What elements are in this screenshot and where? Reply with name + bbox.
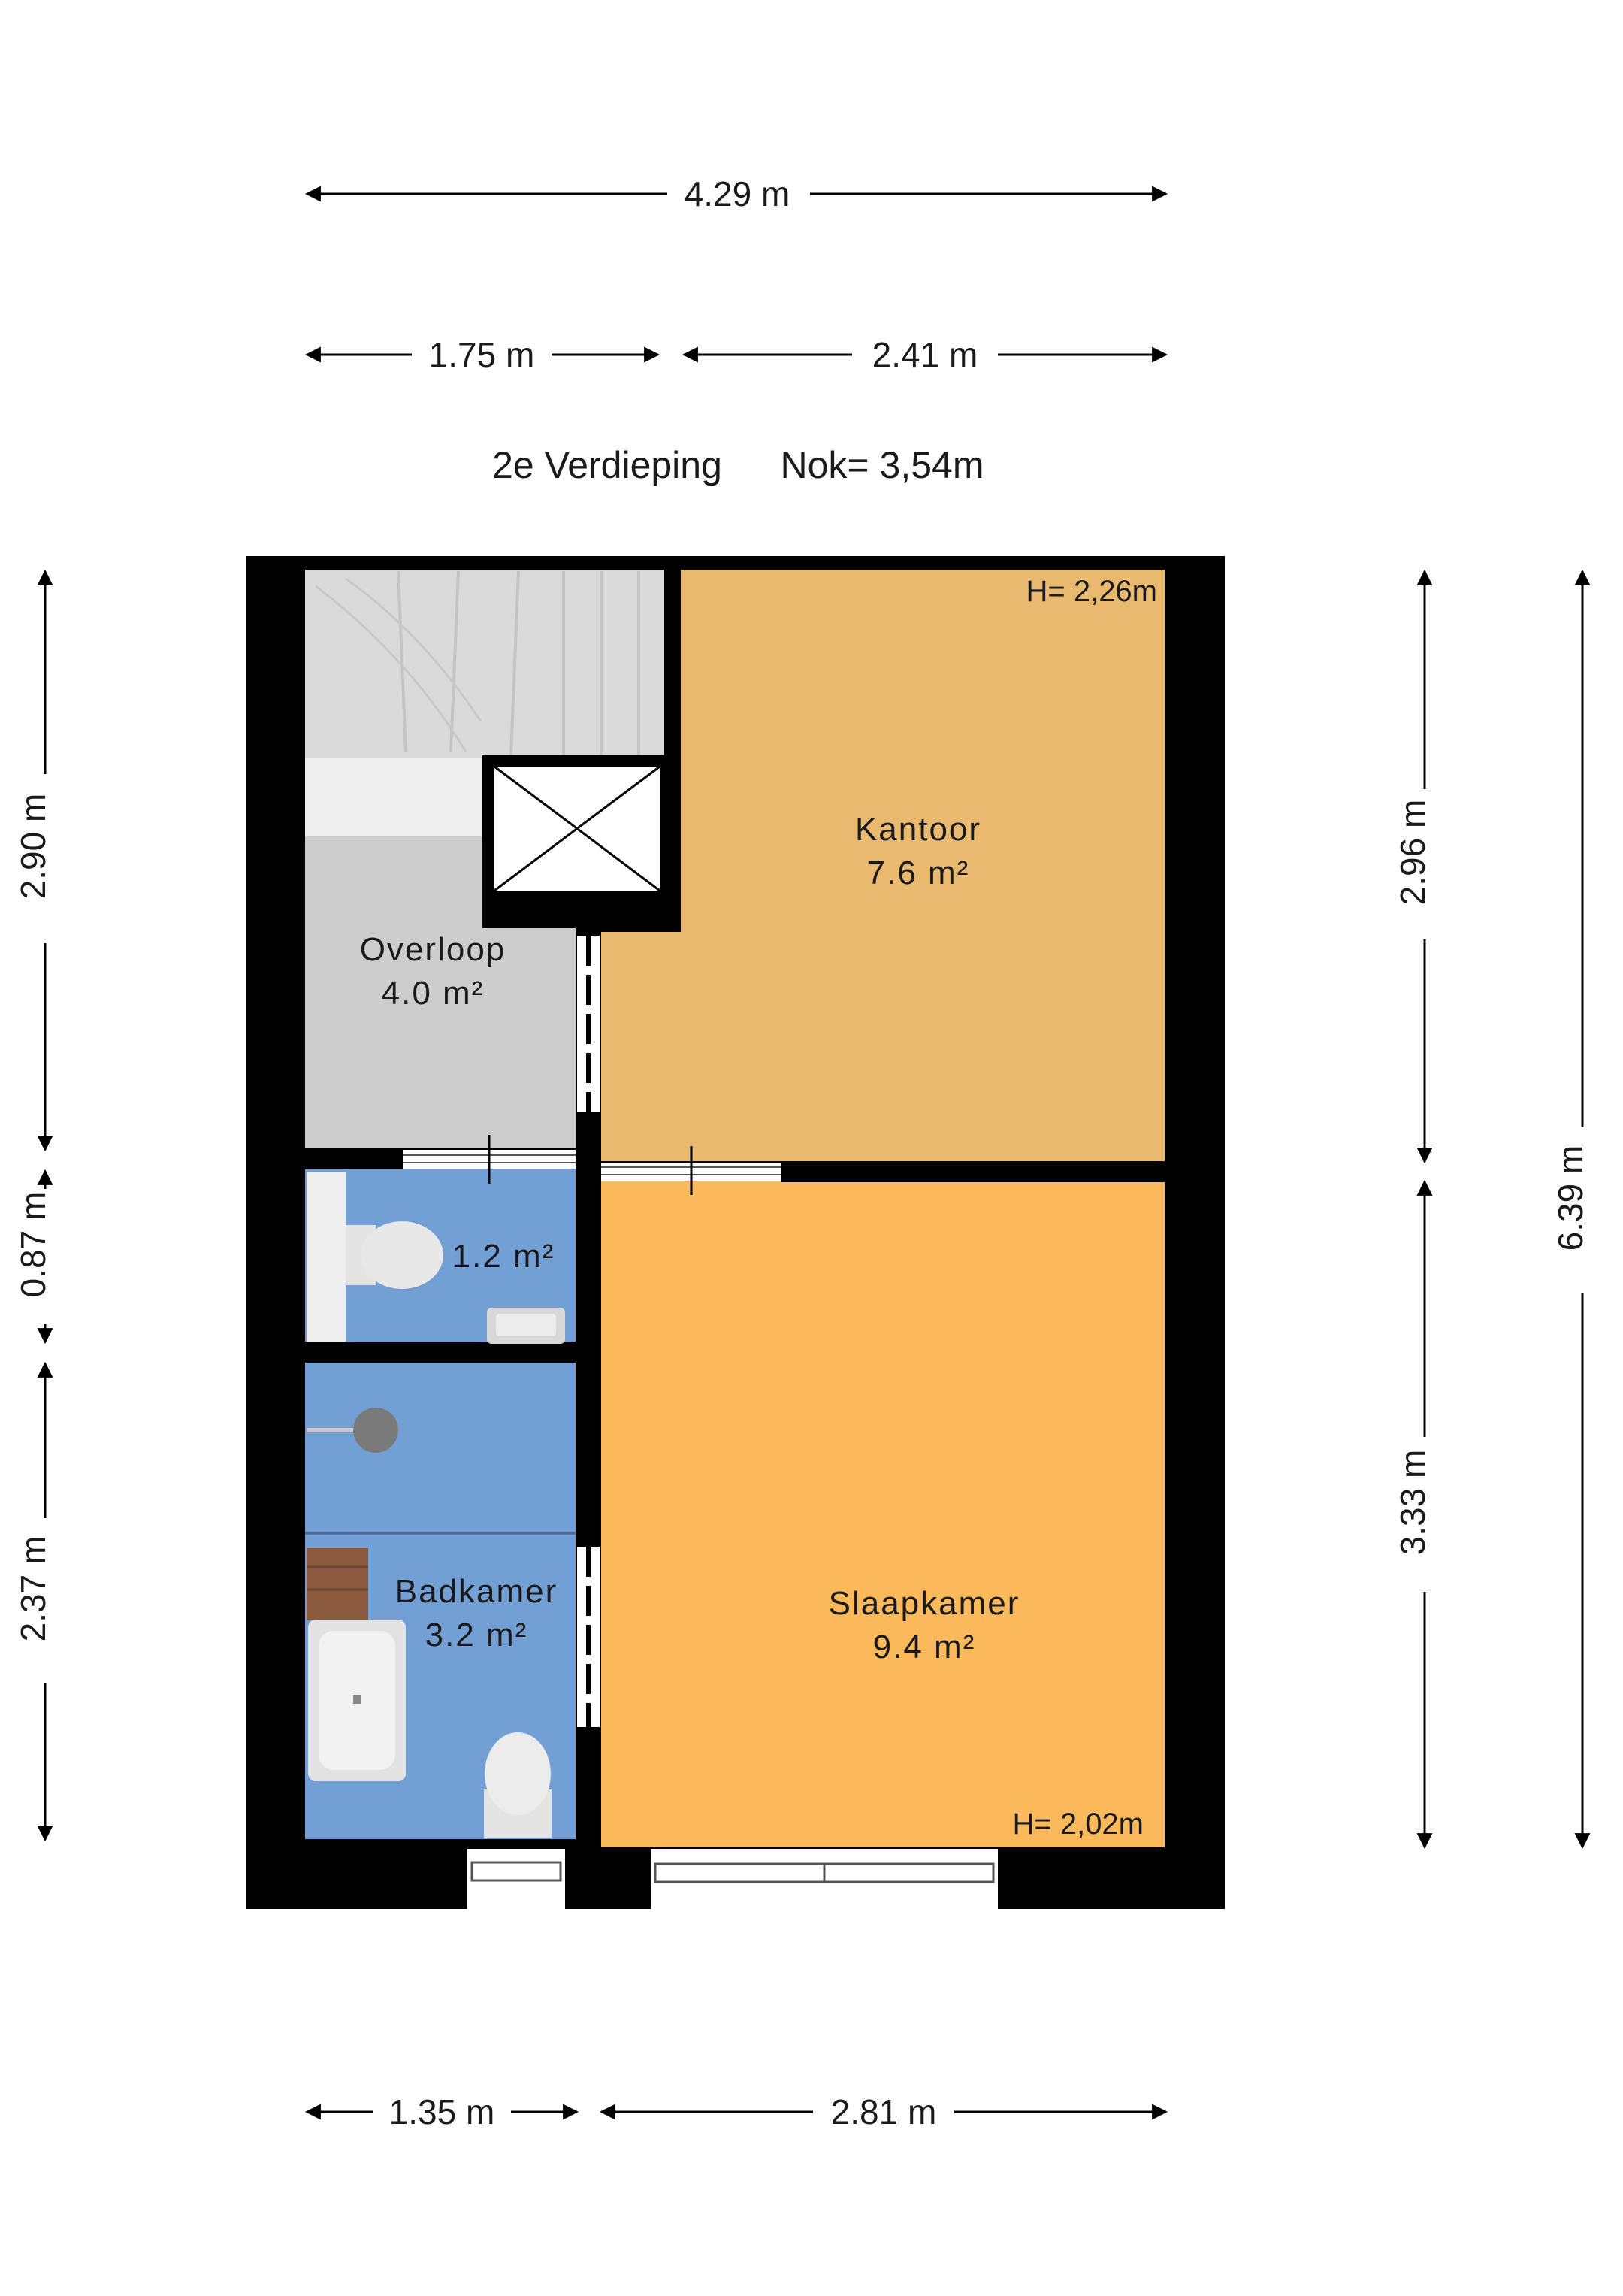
room-slaapkamer-height: H= 2,02m bbox=[1012, 1807, 1144, 1841]
dim-left-top: 2.90 m bbox=[14, 569, 53, 1152]
wood-panel bbox=[307, 1548, 368, 1620]
dim-top-total: 4.29 m bbox=[304, 174, 1168, 213]
dim-bottom-left: 1.35 m bbox=[304, 2092, 579, 2131]
floor-title: 2e Verdieping bbox=[492, 444, 722, 486]
dim-bottom-right: 2.81 m bbox=[599, 2092, 1168, 2131]
room-slaapkamer-floor bbox=[601, 1180, 1165, 1847]
window-badkamer bbox=[467, 1849, 565, 1909]
bathtub bbox=[308, 1620, 406, 1781]
dim-top-left-label: 1.75 m bbox=[429, 335, 535, 374]
door-toilet bbox=[403, 1135, 576, 1184]
room-slaapkamer-area: 9.4 m² bbox=[873, 1629, 976, 1665]
dim-top-right-label: 2.41 m bbox=[872, 335, 978, 374]
room-toilet-area: 1.2 m² bbox=[452, 1238, 555, 1275]
floor-ridge: Nok= 3,54m bbox=[781, 444, 984, 486]
toilet-fixture bbox=[307, 1172, 443, 1342]
room-badkamer-name: Badkamer bbox=[395, 1573, 558, 1610]
dim-right-bottom: 3.33 m bbox=[1393, 1179, 1433, 1850]
dim-left-bottom-label: 2.37 m bbox=[14, 1536, 53, 1642]
dim-top-right: 2.41 m bbox=[682, 335, 1168, 374]
room-badkamer-area: 3.2 m² bbox=[425, 1617, 528, 1653]
room-kantoor-name: Kantoor bbox=[855, 811, 981, 848]
window-slaapkamer bbox=[651, 1849, 998, 1909]
room-overloop-name: Overloop bbox=[360, 931, 506, 968]
dim-right-total: 6.39 m bbox=[1551, 569, 1591, 1850]
staircase bbox=[305, 570, 664, 836]
dim-bottom-left-label: 1.35 m bbox=[389, 2092, 495, 2131]
dim-left-mid: 0.87 m bbox=[14, 1169, 53, 1345]
shaft-box bbox=[482, 755, 679, 928]
dim-top-left: 1.75 m bbox=[304, 335, 660, 374]
dim-top-total-label: 4.29 m bbox=[685, 174, 790, 213]
wall-kantoor-slaapkamer bbox=[781, 1161, 1165, 1182]
dim-right-total-label: 6.39 m bbox=[1551, 1145, 1590, 1251]
dim-right-bottom-label: 3.33 m bbox=[1393, 1450, 1432, 1556]
wall-toilet-badkamer bbox=[305, 1342, 576, 1363]
door-kantoor-slaapkamer bbox=[601, 1146, 781, 1195]
room-kantoor-floor-lower bbox=[601, 932, 1165, 1161]
dim-right-top: 2.96 m bbox=[1393, 569, 1433, 1164]
door-badkamer-slaapkamer bbox=[577, 1547, 600, 1727]
bathroom-toilet bbox=[484, 1732, 552, 1838]
room-overloop-area: 4.0 m² bbox=[382, 975, 485, 1012]
shower-head bbox=[307, 1408, 398, 1453]
wall-toilet-top-left bbox=[305, 1148, 403, 1169]
dim-left-mid-label: 0.87 m bbox=[14, 1192, 53, 1298]
dim-left-top-label: 2.90 m bbox=[14, 794, 53, 900]
room-kantoor-area: 7.6 m² bbox=[867, 855, 970, 891]
door-overloop-kantoor bbox=[577, 936, 600, 1112]
dim-right-top-label: 2.96 m bbox=[1393, 800, 1432, 906]
dim-bottom-right-label: 2.81 m bbox=[831, 2092, 937, 2131]
room-slaapkamer-name: Slaapkamer bbox=[829, 1585, 1020, 1622]
dim-left-bottom: 2.37 m bbox=[14, 1361, 53, 1842]
room-kantoor-floor bbox=[681, 570, 1165, 934]
room-kantoor-height: H= 2,26m bbox=[1026, 575, 1157, 608]
toilet-sink bbox=[487, 1308, 565, 1344]
